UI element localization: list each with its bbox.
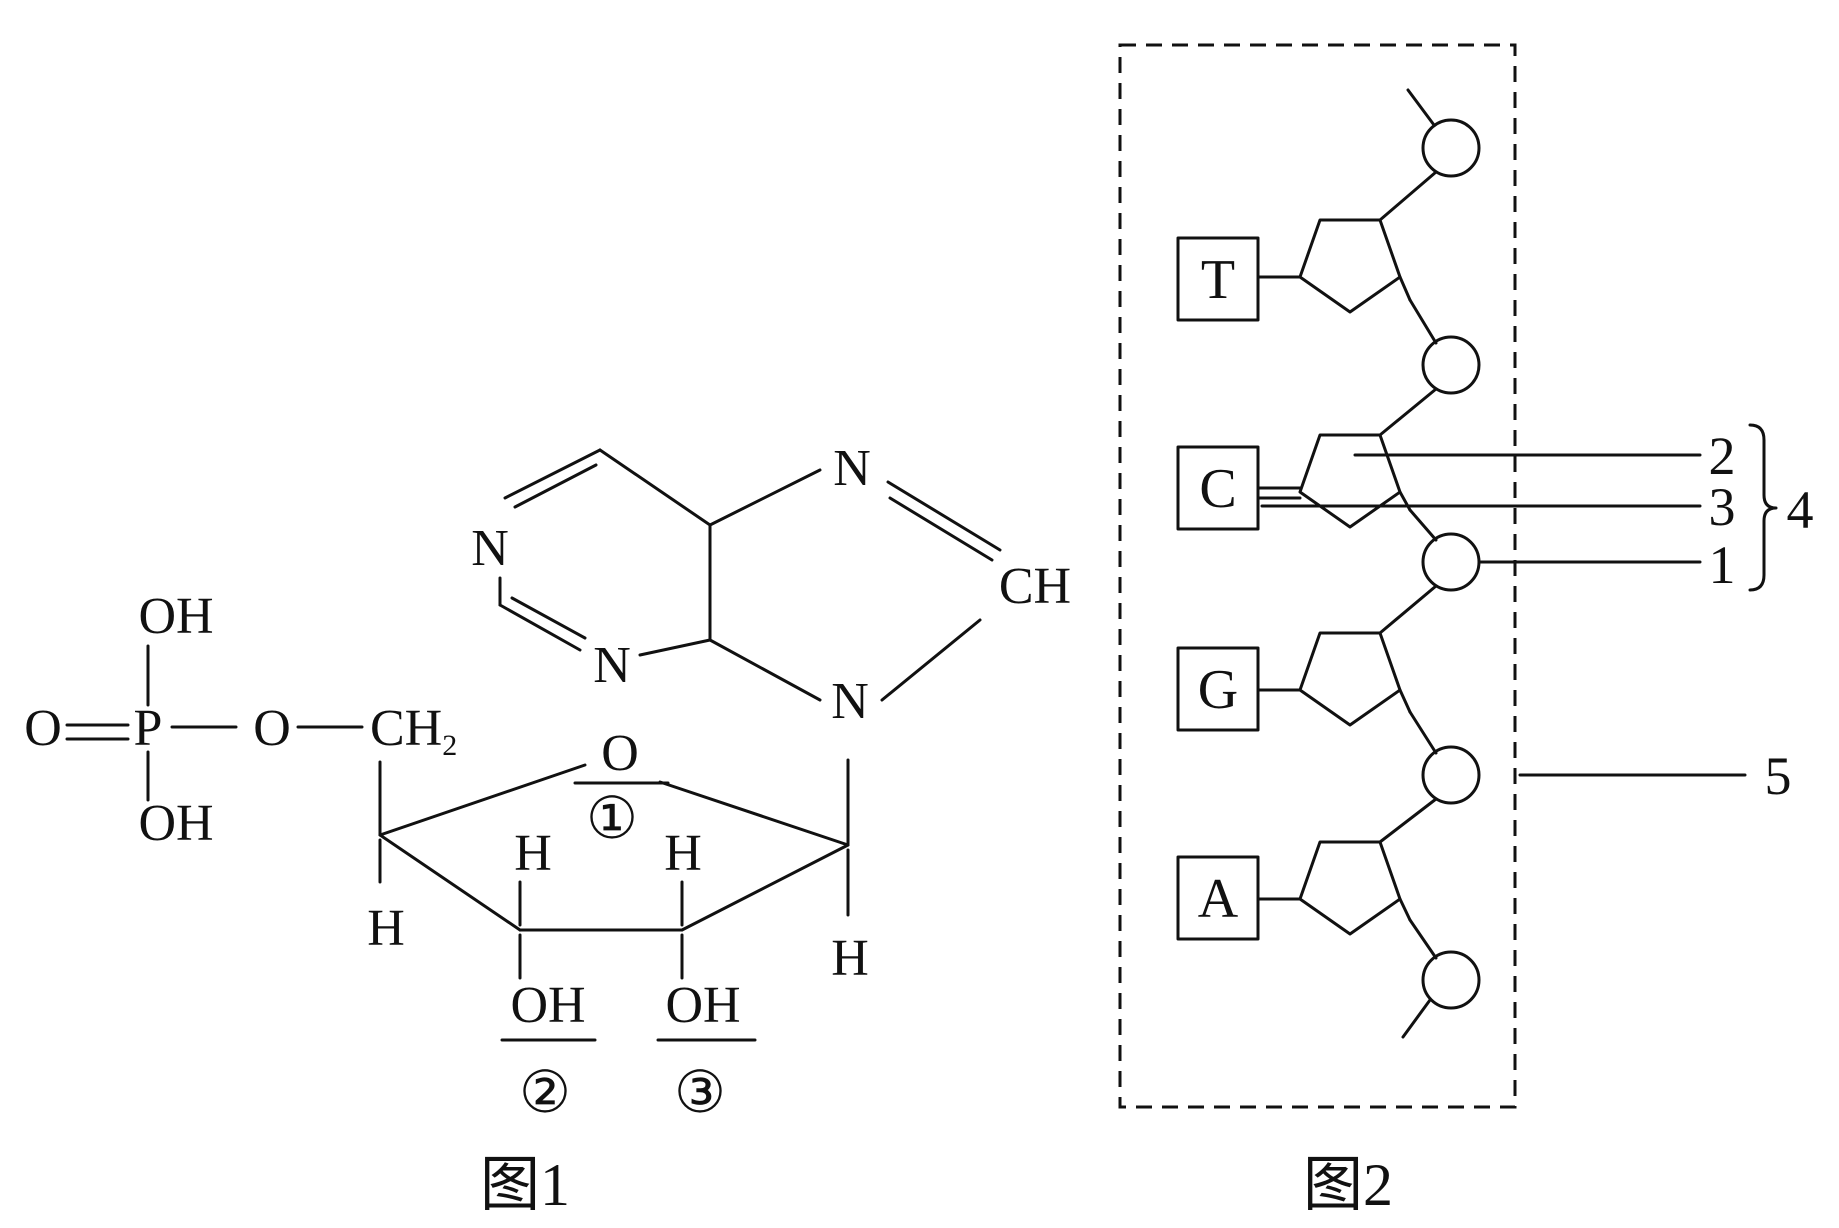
- deoxyribose-pentagon: [1298, 631, 1402, 727]
- ch-n-double-bond-1: [886, 480, 1002, 552]
- base-label-g: G: [1198, 659, 1238, 721]
- c4-c3-bond: [378, 833, 522, 932]
- backbone-link: [1408, 298, 1438, 345]
- c2-hydroxyl: OH: [665, 977, 740, 1034]
- phosphate-oh-top: OH: [138, 588, 213, 645]
- deoxyribose-pentagon: [1298, 840, 1402, 936]
- backbone-link: [1398, 275, 1412, 302]
- n-c5-bond: [708, 468, 822, 527]
- c4-h: H: [367, 900, 405, 957]
- n3-c4-bond: [638, 638, 712, 657]
- label-1: 1: [1709, 535, 1736, 595]
- backbone-link: [1378, 387, 1438, 437]
- base-n-upper-right: N: [833, 440, 871, 497]
- base-label-c: C: [1199, 458, 1236, 520]
- backbone-link: [1378, 170, 1438, 222]
- c5-c6-bond: [598, 448, 712, 527]
- phosphate-circle: [1421, 745, 1481, 805]
- c6-n1-double-bond-2: [513, 463, 598, 509]
- backbone-link: [1378, 584, 1438, 635]
- c2-c1-bond: [680, 843, 850, 932]
- phosphate-circle: [1421, 118, 1481, 178]
- ch-n-double-bond-2: [888, 496, 994, 562]
- ch2-group: CH2: [370, 700, 457, 762]
- phosphate-p: P: [134, 700, 163, 757]
- n-ch-bond: [880, 618, 982, 702]
- marker-2: ②: [519, 1060, 571, 1125]
- backbone-link: [1378, 797, 1438, 844]
- figure-1-nucleotide: P O OH OH O CH2 O ① H H H H OH ②: [24, 440, 1071, 1218]
- ring-oxygen: O: [601, 725, 639, 782]
- ring-o-c1-bond: [658, 780, 850, 847]
- marker-1: ①: [586, 786, 638, 851]
- backbone-link: [1398, 897, 1412, 922]
- strand-bottom-tail: [1401, 998, 1432, 1039]
- label-5: 5: [1765, 746, 1792, 806]
- figure-2-dna-strand: T C G A 2 3 1 4 5 图2: [1118, 43, 1814, 1218]
- label-4: 4: [1787, 480, 1814, 540]
- strand-top-tail: [1406, 88, 1436, 127]
- phosphate-circle: [1421, 950, 1481, 1010]
- base-n-left: N: [471, 520, 509, 577]
- c3-hydroxyl: OH: [510, 977, 585, 1034]
- backbone-link: [1408, 710, 1438, 755]
- phosphate-circle: [1421, 335, 1481, 395]
- c6-n1-double-bond-1: [503, 448, 602, 500]
- marker-3: ③: [674, 1060, 726, 1125]
- deoxyribose-pentagon: [1298, 218, 1402, 314]
- figure-2-caption: 图2: [1303, 1152, 1393, 1218]
- phosphate-circle: [1421, 532, 1481, 592]
- c2-n3-double-bond-1: [498, 603, 582, 652]
- c2-h: H: [664, 825, 702, 882]
- dashed-box: [1118, 43, 1517, 1109]
- base-label-a: A: [1198, 868, 1239, 930]
- backbone-link: [1398, 688, 1412, 714]
- backbone-link: [1408, 508, 1438, 542]
- phosphate-double-o: O: [24, 700, 62, 757]
- base-n-glycosidic: N: [831, 673, 869, 730]
- figure-1-caption: 图1: [480, 1152, 570, 1218]
- base-ch: CH: [999, 558, 1071, 615]
- c3-h: H: [514, 825, 552, 882]
- brace-4: [1748, 423, 1778, 592]
- deoxyribose-pentagon: [1298, 433, 1402, 529]
- phosphate-oh-bottom: OH: [138, 795, 213, 852]
- c4-ring-o-bond: [378, 763, 587, 837]
- base-label-t: T: [1201, 249, 1235, 311]
- label-2: 2: [1709, 426, 1736, 486]
- label-3: 3: [1709, 477, 1736, 537]
- c2-n3-double-bond-2: [510, 596, 587, 640]
- n-c4-bond: [708, 638, 822, 702]
- c1-h: H: [831, 930, 869, 987]
- base-n-lower: N: [593, 637, 631, 694]
- backbone-link: [1408, 918, 1438, 960]
- base-box-t: [1176, 236, 1260, 322]
- phosphate-ester-o: O: [253, 700, 291, 757]
